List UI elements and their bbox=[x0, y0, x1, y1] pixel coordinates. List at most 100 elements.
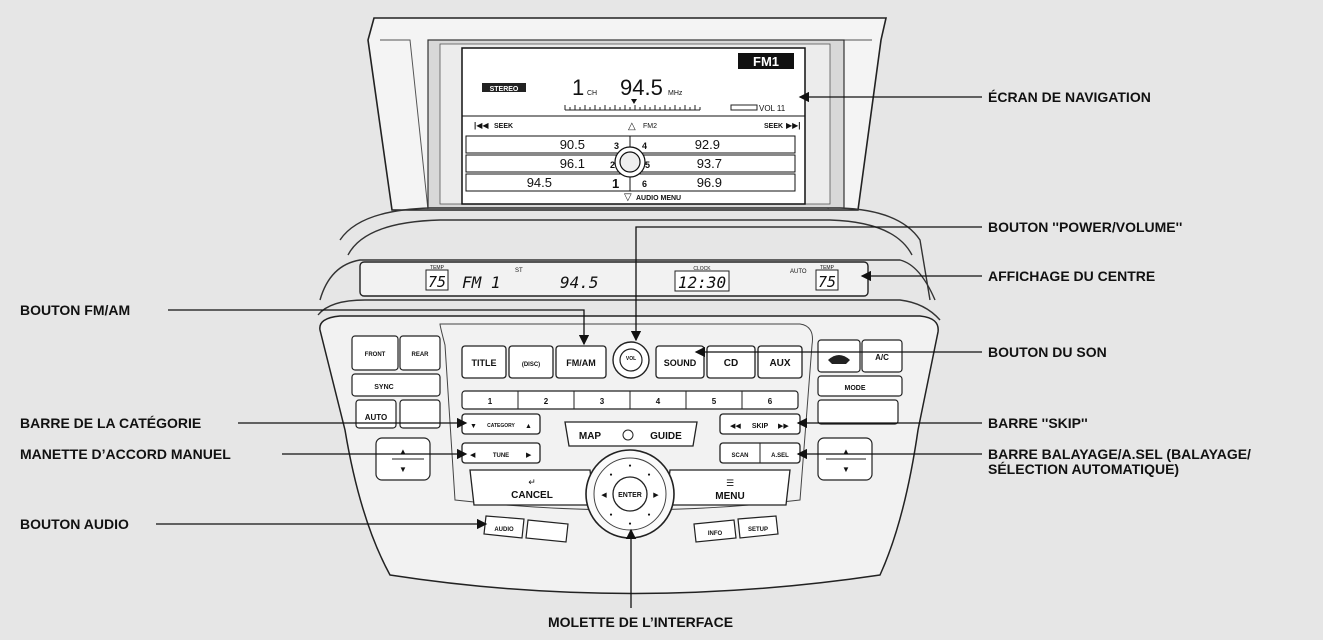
frequency: 94.5 bbox=[620, 75, 663, 100]
setup-button[interactable] bbox=[737, 515, 779, 539]
preset-num-2: 2 bbox=[610, 160, 615, 170]
preset-grid: 90.5 3 4 92.9 96.1 2 5 93.7 94.5 1 6 96.… bbox=[465, 135, 796, 192]
leader-fm-am bbox=[168, 309, 590, 346]
temp-label-left: TEMP bbox=[430, 265, 445, 271]
clock: 12:30 bbox=[678, 273, 726, 292]
bottom-buttons: AUDIO INFO SETUP bbox=[483, 515, 779, 543]
preset-num-3: 3 bbox=[614, 141, 619, 151]
mode-button[interactable] bbox=[817, 375, 903, 397]
ac-label: A/C bbox=[875, 353, 889, 362]
preset-freq-6[interactable]: 96.9 bbox=[697, 175, 722, 190]
channel-number: 1 bbox=[572, 75, 584, 100]
category-down-icon: ▼ bbox=[470, 423, 477, 430]
rear-label: REAR bbox=[411, 352, 429, 358]
label-fm-am: BOUTON FM/AM bbox=[20, 302, 131, 318]
seek-right-label: SEEK bbox=[764, 123, 783, 130]
preset-num-1: 1 bbox=[612, 176, 619, 191]
preset-freq-4[interactable]: 92.9 bbox=[695, 137, 720, 152]
band-badge-bg bbox=[738, 53, 794, 69]
preset-button-2[interactable]: 2 bbox=[544, 397, 549, 406]
dial-right-icon: ▶ bbox=[653, 492, 659, 499]
clock-label: CLOCK bbox=[693, 266, 711, 272]
disc-button[interactable] bbox=[508, 345, 554, 379]
fm-am-button[interactable] bbox=[555, 345, 607, 379]
sound-button[interactable] bbox=[655, 345, 705, 379]
map-button[interactable]: MAP bbox=[579, 431, 602, 442]
scan-label: SCAN bbox=[731, 453, 748, 459]
label-skip: BARRE ''SKIP'' bbox=[988, 415, 1088, 431]
fan-button[interactable] bbox=[399, 399, 441, 429]
stereo-st: ST bbox=[515, 268, 523, 274]
label-scan-line1: BARRE BALAYAGE/A.SEL (BALAYAGE/ bbox=[988, 446, 1251, 462]
preset-num-6: 6 bbox=[642, 179, 647, 189]
leader-lines bbox=[156, 91, 982, 608]
info-button[interactable] bbox=[693, 519, 737, 543]
temp-up-icon: ▲ bbox=[399, 447, 407, 456]
navigation-controls: MAP GUIDE ↵ CANCEL ☰ MENU ENTER ● ● ◀ ▶ … bbox=[469, 421, 791, 539]
fan-speed-bar[interactable] bbox=[817, 399, 899, 425]
leader-power-volume bbox=[630, 226, 982, 342]
front-defrost-button[interactable] bbox=[351, 335, 399, 371]
label-nav-screen: ÉCRAN DE NAVIGATION bbox=[988, 89, 1151, 105]
category-up-icon: ▲ bbox=[525, 423, 532, 430]
down-triangle-icon: ▽ bbox=[624, 192, 632, 203]
info-label: INFO bbox=[708, 531, 723, 537]
label-power-volume: BOUTON ''POWER/VOLUME'' bbox=[988, 219, 1183, 235]
dial-up-dot: ● bbox=[628, 463, 631, 469]
left-rocker-bars: ▼ CATEGORY ▲ ◀ TUNE ▶ bbox=[461, 413, 541, 464]
temp-down-icon-right: ▼ bbox=[842, 465, 850, 474]
fm-am-label: FM/AM bbox=[566, 358, 596, 368]
preset-freq-1[interactable]: 94.5 bbox=[527, 175, 552, 190]
center-display: TEMP 75 FM 1 ST 94.5 CLOCK 12:30 AUTO TE… bbox=[359, 261, 869, 297]
preset-button-4[interactable]: 4 bbox=[656, 397, 661, 406]
rear-defrost-button[interactable] bbox=[399, 335, 441, 371]
volume-readout: VOL 11 bbox=[759, 104, 786, 113]
seek-left-label: SEEK bbox=[494, 123, 513, 130]
audio-button-row: TITLE (DISC) FM/AM VOL SOUND CD AUX bbox=[461, 341, 803, 379]
dial-down-dot: ● bbox=[628, 521, 631, 527]
label-category: BARRE DE LA CATÉGORIE bbox=[20, 415, 202, 431]
title-label: TITLE bbox=[472, 358, 497, 368]
temp-left: 75 bbox=[428, 273, 446, 291]
preset-num-5: 5 bbox=[645, 160, 650, 170]
label-sound: BOUTON DU SON bbox=[988, 344, 1107, 360]
stereo-indicator: STEREO bbox=[490, 86, 519, 93]
cd-button[interactable] bbox=[706, 345, 756, 379]
right-rocker-bars: ◀◀ SKIP ▶▶ SCAN A.SEL bbox=[719, 413, 801, 464]
skip-back-icon: ◀◀ bbox=[730, 423, 741, 430]
preset-freq-2[interactable]: 96.1 bbox=[560, 156, 585, 171]
cancel-label: CANCEL bbox=[511, 490, 553, 501]
sync-button[interactable] bbox=[351, 373, 441, 397]
phone-button[interactable] bbox=[525, 519, 569, 543]
auto-button[interactable] bbox=[355, 399, 397, 429]
preset-num-4: 4 bbox=[642, 141, 647, 151]
car-icon bbox=[828, 355, 850, 364]
center-band: FM 1 bbox=[462, 273, 501, 292]
preset-button-5[interactable]: 5 bbox=[712, 397, 717, 406]
temp-right: 75 bbox=[818, 273, 836, 291]
auto-indicator: AUTO bbox=[790, 269, 807, 275]
sound-label: SOUND bbox=[664, 358, 697, 368]
preset-button-3[interactable]: 3 bbox=[600, 397, 605, 406]
enter-button[interactable] bbox=[612, 476, 648, 512]
preset-freq-3[interactable]: 90.5 bbox=[560, 137, 585, 152]
dial-dot-nw: ● bbox=[609, 472, 612, 478]
preset-button-1[interactable]: 1 bbox=[488, 397, 493, 406]
aux-button[interactable] bbox=[757, 345, 803, 379]
front-label: FRONT bbox=[365, 352, 386, 358]
preset-freq-5[interactable]: 93.7 bbox=[697, 156, 722, 171]
skip-forward-icon: ▶▶ bbox=[778, 423, 789, 430]
dial-dot-ne: ● bbox=[647, 472, 650, 478]
title-button[interactable] bbox=[461, 345, 507, 379]
vol-label: VOL bbox=[626, 356, 636, 362]
label-audio: BOUTON AUDIO bbox=[20, 516, 129, 532]
ac-button[interactable] bbox=[861, 339, 903, 373]
seek-right-arrow: ▶▶| bbox=[786, 121, 801, 130]
temp-label-right: TEMP bbox=[820, 265, 835, 271]
voice-icon bbox=[622, 429, 634, 441]
preset-button-6[interactable]: 6 bbox=[768, 397, 773, 406]
guide-button[interactable]: GUIDE bbox=[650, 431, 682, 442]
disc-label: (DISC) bbox=[522, 362, 540, 368]
audio-menu-label: AUDIO MENU bbox=[636, 195, 681, 202]
